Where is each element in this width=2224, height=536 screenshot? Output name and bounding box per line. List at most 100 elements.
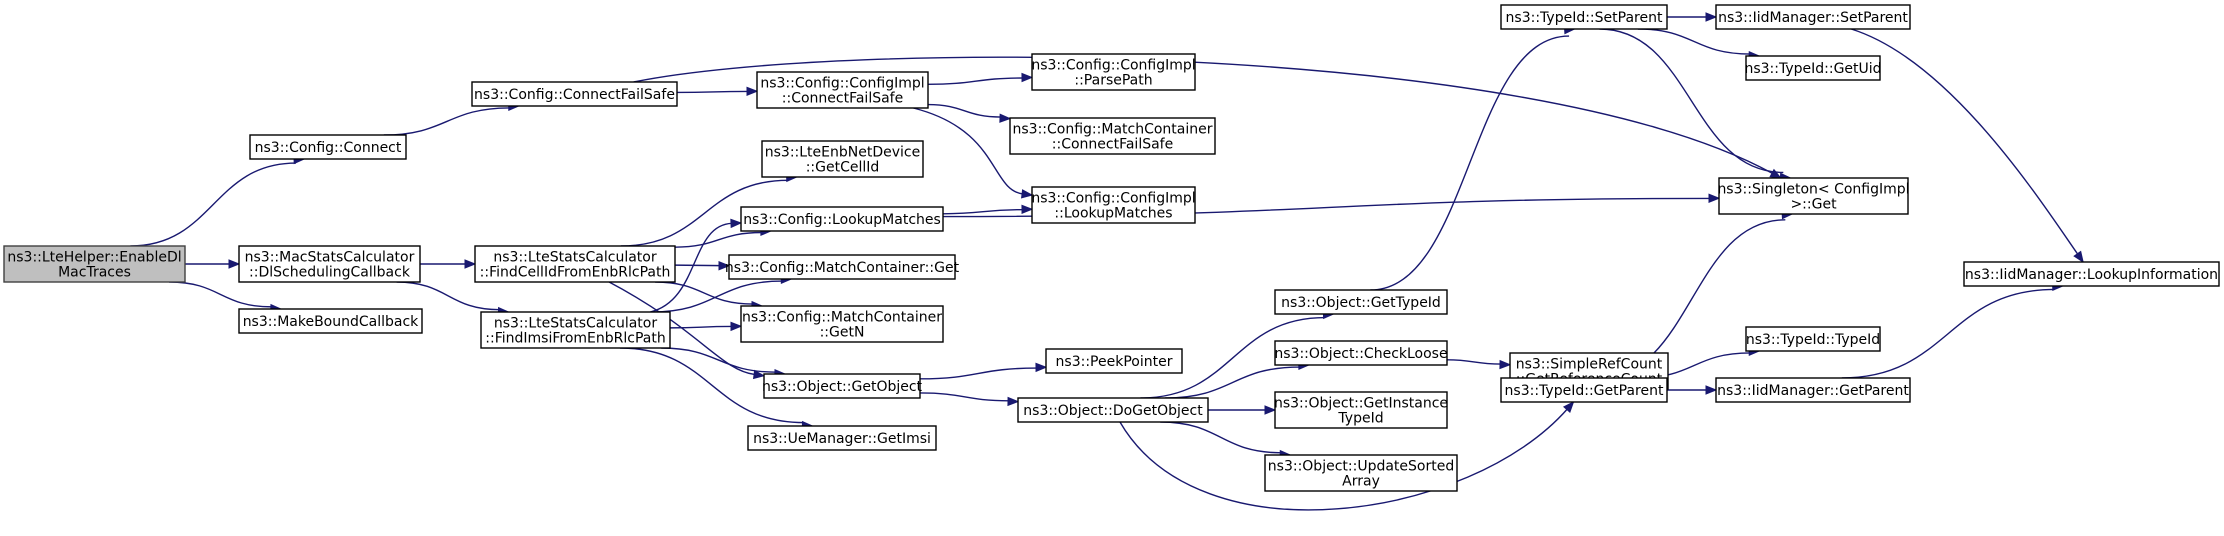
node-box: [1500, 377, 1668, 403]
node-box: [1745, 55, 1881, 81]
function-node-dogetobject[interactable]: ns3::Object::DoGetObject: [1017, 397, 1209, 423]
call-edge-connectfailsafe-to-configimpl_cfs: [676, 90, 749, 94]
node-label: MacTraces: [58, 265, 131, 281]
call-edge-root-to-makebound: [169, 281, 273, 308]
node-box: [1031, 53, 1196, 91]
node-box: [238, 245, 421, 283]
function-node-macstats[interactable]: ns3::MacStatsCalculator::DlSchedulingCal…: [238, 245, 421, 283]
node-box: [1017, 397, 1209, 423]
function-node-configimpl_lm[interactable]: ns3::Config::ConfigImpl::LookupMatches: [1031, 186, 1196, 224]
node-label: ns3::MakeBoundCallback: [243, 314, 419, 330]
function-node-checkloose[interactable]: ns3::Object::CheckLoose: [1274, 340, 1448, 366]
node-box: [747, 425, 937, 451]
arrowhead: [1264, 405, 1277, 415]
function-node-tid_getuid[interactable]: ns3::TypeId::GetUid: [1744, 55, 1882, 81]
node-box: [1264, 454, 1458, 492]
node-label: ::ConnectFailSafe: [1052, 137, 1173, 153]
node-label: ns3::Object::GetTypeId: [1281, 295, 1441, 311]
call-edge-checkloose-to-getrefcount: [1446, 359, 1502, 365]
call-edge-root-to-connect: [130, 162, 297, 247]
call-edge-findimsi-to-getobject: [661, 347, 777, 373]
call-edge-configimpl_cfs-to-mc_cfs: [927, 103, 1002, 118]
function-node-getimsi[interactable]: ns3::UeManager::GetImsi: [747, 425, 937, 451]
call-edge-findimsi-to-lookupmatches: [650, 222, 733, 313]
node-label: ::GetCellId: [806, 160, 880, 176]
node-label: ns3::Config::Connect: [255, 140, 402, 156]
function-node-tid_getparent[interactable]: ns3::TypeId::GetParent: [1500, 377, 1668, 403]
function-node-lookupmatches[interactable]: ns3::Config::LookupMatches: [740, 206, 944, 232]
node-box: [761, 140, 924, 178]
node-box: [249, 134, 407, 160]
function-node-connectfailsafe[interactable]: ns3::Config::ConnectFailSafe: [471, 81, 678, 107]
arrowhead: [999, 113, 1012, 123]
arrowhead: [730, 321, 743, 332]
node-box: [1963, 261, 2220, 287]
arrowhead: [1021, 204, 1034, 215]
function-node-singleton[interactable]: ns3::Singleton< ConfigImpl >::Get: [1717, 177, 1910, 215]
function-node-connect[interactable]: ns3::Config::Connect: [249, 134, 407, 160]
arrowhead: [1035, 362, 1048, 373]
call-edge-configimpl_cfs-to-parsepath: [927, 77, 1024, 86]
node-label: ns3::Config::MatchContainer::Get: [725, 260, 960, 276]
node-label: ns3::TypeId::TypeId: [1746, 332, 1880, 348]
call-edge-dogetobject-to-tid_getparent: [1119, 408, 1569, 511]
call-edge-dogetobject-to-checkloose: [1165, 366, 1301, 399]
function-node-getobject[interactable]: ns3::Object::GetObject: [762, 373, 923, 399]
function-node-getcellid[interactable]: ns3::LteEnbNetDevice::GetCellId: [761, 140, 924, 178]
function-node-iid_getparent[interactable]: ns3::IidManager::GetParent: [1715, 377, 1911, 403]
node-box: [1274, 340, 1448, 366]
call-edge-configimpl_cfs-to-configimpl_lm: [913, 107, 1024, 195]
node-label: ns3::IidManager::LookupInformation: [1965, 267, 2218, 283]
call-edge-findcellid-to-getobject: [608, 281, 756, 376]
node-label: ::ConnectFailSafe: [782, 91, 903, 107]
node-label: ns3::Config::ConfigImpl: [760, 76, 924, 92]
call-edge-lookupmatches-to-configimpl_lm: [942, 208, 1024, 215]
node-label: ::DlSchedulingCallback: [249, 265, 411, 281]
arrowhead: [1021, 189, 1034, 199]
node-box: [1715, 4, 1911, 30]
call-nodes: ns3::LteHelper::EnableDlMacTracesns3::Co…: [3, 4, 2220, 492]
node-label: ns3::Singleton< ConfigImpl: [1717, 182, 1909, 198]
function-node-mc_getn[interactable]: ns3::Config::MatchContainer::GetN: [740, 305, 944, 343]
node-label: TypeId: [1337, 411, 1383, 427]
node-box: [474, 245, 676, 283]
arrowhead: [1705, 12, 1718, 22]
call-edge-findcellid-to-mc_getn: [655, 281, 754, 305]
function-node-mc_cfs[interactable]: ns3::Config::MatchContainer::ConnectFail…: [1009, 117, 1216, 155]
node-label: ns3::LteStatsCalculator: [493, 250, 656, 266]
function-node-findimsi[interactable]: ns3::LteStatsCalculator::FindImsiFromEnb…: [480, 311, 671, 349]
node-label: Array: [1342, 474, 1380, 490]
node-box: [3, 245, 186, 283]
node-label: ns3::Config::ConnectFailSafe: [474, 87, 675, 103]
function-node-iid_setparent[interactable]: ns3::IidManager::SetParent: [1715, 4, 1911, 30]
call-edge-getobject-to-peekpointer: [919, 367, 1038, 380]
call-edge-dogetobject-to-gettypeid: [1140, 316, 1326, 399]
node-label: ns3::MacStatsCalculator: [245, 250, 415, 266]
node-box: [740, 206, 944, 232]
function-node-tid_typeid[interactable]: ns3::TypeId::TypeId: [1745, 326, 1881, 352]
function-node-peekpointer[interactable]: ns3::PeekPointer: [1045, 348, 1183, 374]
node-label: ns3::TypeId::GetUid: [1744, 61, 1881, 77]
function-node-configimpl_cfs[interactable]: ns3::Config::ConfigImpl::ConnectFailSafe: [756, 71, 929, 109]
call-edge-macstats-to-findimsi: [396, 281, 500, 311]
arrowhead: [752, 369, 766, 380]
call-edge-tid_setparent-to-singleton: [1599, 28, 1784, 174]
function-node-mc_get[interactable]: ns3::Config::MatchContainer::Get: [725, 254, 960, 280]
arrowhead: [464, 259, 477, 269]
node-label: ns3::UeManager::GetImsi: [753, 431, 931, 447]
function-node-gettypeid[interactable]: ns3::Object::GetTypeId: [1274, 289, 1448, 315]
function-node-findcellid[interactable]: ns3::LteStatsCalculator::FindCellIdFromE…: [474, 245, 676, 283]
call-edge-findcellid-to-getcellid: [620, 179, 789, 247]
arrowhead: [1705, 385, 1718, 395]
function-node-makebound[interactable]: ns3::MakeBoundCallback: [238, 308, 423, 334]
node-label: ns3::TypeId::GetParent: [1505, 383, 1664, 399]
function-node-tid_setparent[interactable]: ns3::TypeId::SetParent: [1500, 4, 1668, 30]
function-node-iid_lookup[interactable]: ns3::IidManager::LookupInformation: [1963, 261, 2220, 287]
function-node-parsepath[interactable]: ns3::Config::ConfigImpl::ParsePath: [1031, 53, 1196, 91]
node-label: ns3::Config::MatchContainer: [1013, 122, 1213, 138]
call-edge-iid_setparent-to-iid_lookup: [1851, 28, 2079, 256]
node-box: [1045, 348, 1183, 374]
